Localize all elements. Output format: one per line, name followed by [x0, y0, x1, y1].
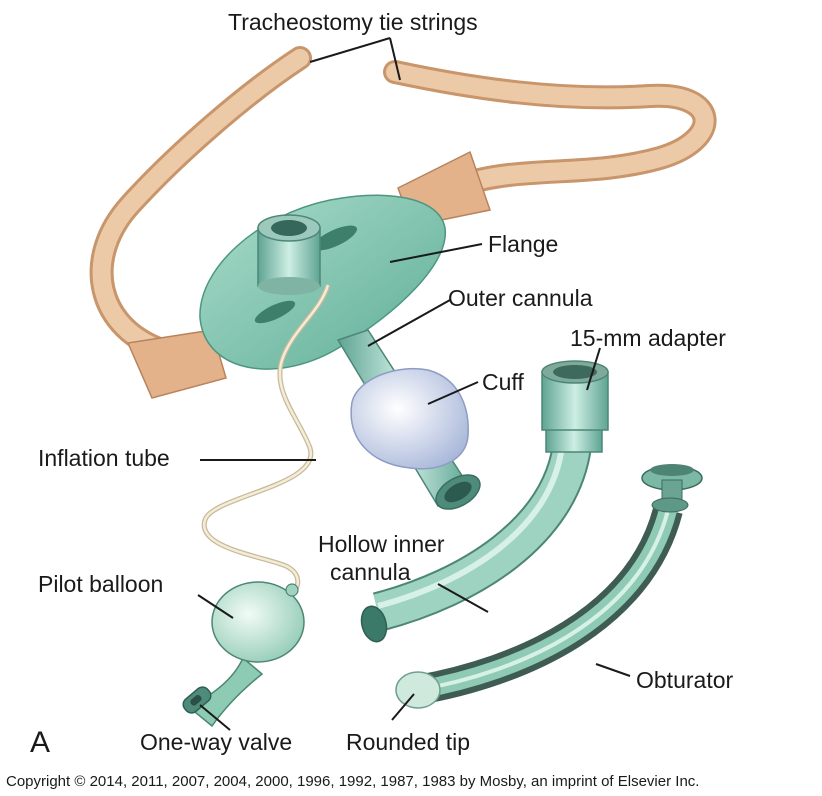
label-obturator: Obturator	[636, 667, 733, 693]
label-inner-cannula-line2: cannula	[330, 559, 411, 585]
label-outer-cannula: Outer cannula	[448, 285, 593, 311]
panel-letter: A	[30, 726, 50, 759]
cuff	[351, 369, 468, 469]
pilot-balloon	[190, 582, 304, 726]
label-inner-cannula-line1: Hollow inner	[318, 531, 445, 557]
label-adapter: 15-mm adapter	[570, 325, 726, 351]
label-one-way-valve: One-way valve	[140, 729, 292, 755]
copyright-notice: Copyright © 2014, 2011, 2007, 2004, 2000…	[6, 773, 699, 790]
label-tie-strings: Tracheostomy tie strings	[228, 9, 478, 35]
label-pilot-balloon: Pilot balloon	[38, 571, 163, 597]
label-rounded-tip: Rounded tip	[346, 729, 470, 755]
outer-connector	[258, 215, 320, 295]
rounded-tip	[396, 672, 440, 708]
label-flange: Flange	[488, 231, 558, 257]
adapter-15mm	[542, 361, 608, 452]
label-cuff: Cuff	[482, 369, 524, 395]
label-inflation-tube: Inflation tube	[38, 445, 170, 471]
flange	[200, 195, 445, 369]
